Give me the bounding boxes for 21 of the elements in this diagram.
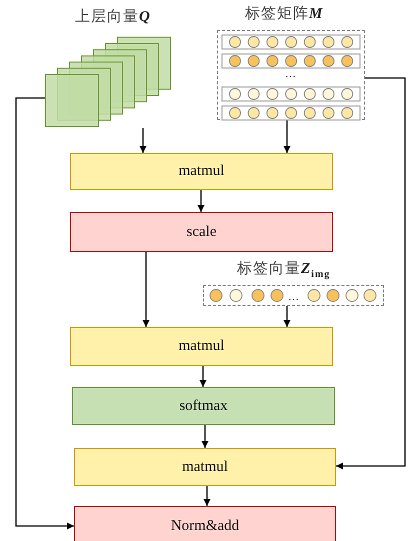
arrow <box>200 366 206 387</box>
arrow <box>284 120 290 153</box>
operation-box: Norm&add <box>74 506 336 541</box>
arrow <box>142 252 150 327</box>
ellipsis: … <box>288 292 299 302</box>
operation-box: matmul <box>74 448 336 486</box>
arrow <box>140 128 146 153</box>
arrow <box>15 97 74 530</box>
arrow <box>204 486 210 506</box>
arrow <box>284 306 290 327</box>
title-text: 标签向量Z$_{img}$ <box>237 260 330 282</box>
operation-box: matmul <box>70 153 333 190</box>
title-text: 上层向量Q <box>75 8 151 26</box>
arrow <box>336 77 406 470</box>
arrow <box>198 190 204 212</box>
title-text: 标签矩阵M <box>245 5 324 23</box>
operation-box: softmax <box>72 387 335 425</box>
operation-box: scale <box>70 212 333 252</box>
arrow <box>202 425 208 448</box>
ellipsis: … <box>285 69 296 79</box>
operation-box: matmul <box>70 327 333 366</box>
